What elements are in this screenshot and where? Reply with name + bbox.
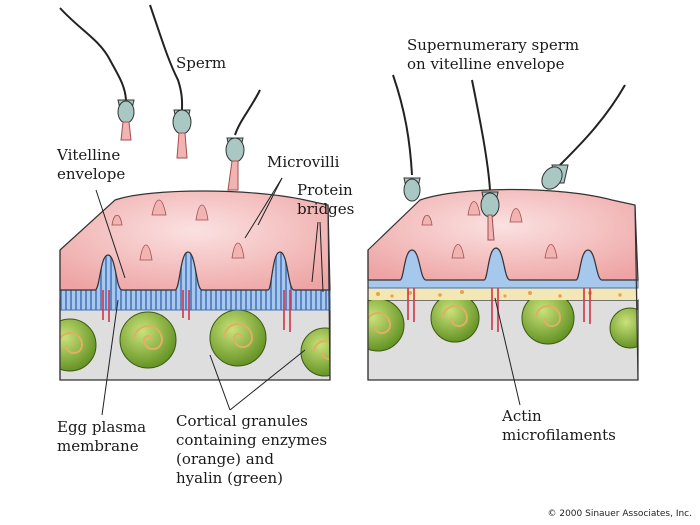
cortical-granule — [300, 327, 330, 377]
right-vitelline-envelope — [367, 188, 639, 281]
enzyme-dots — [376, 290, 622, 298]
left-egg-section — [59, 190, 331, 381]
sperm — [471, 79, 500, 241]
sperm — [225, 89, 261, 191]
label-line: Cortical granules — [176, 412, 308, 430]
label-line: Vitelline — [57, 146, 121, 164]
cortical-granule — [60, 318, 97, 372]
right-microvilli — [421, 201, 558, 259]
sperm — [149, 4, 192, 159]
sperm — [541, 84, 626, 190]
label-line: envelope — [57, 165, 126, 183]
cortical-granule — [119, 311, 177, 369]
label-line: hyalin (green) — [176, 469, 283, 487]
label-supernumerary-sperm: Supernumerary sperm on vitelline envelop… — [407, 36, 579, 74]
label-line: (orange) and — [176, 450, 274, 468]
cortical-granule — [209, 309, 267, 367]
cortical-granule — [368, 298, 405, 352]
right-released-contents — [368, 288, 638, 300]
left-microvilli — [111, 199, 245, 261]
label-vitelline-envelope: Vitelline envelope — [57, 146, 125, 184]
cortical-granule — [521, 291, 575, 345]
sperm — [392, 74, 421, 202]
label-microvilli: Microvilli — [267, 153, 340, 171]
label-line: microfilaments — [502, 426, 616, 444]
cortical-granule — [609, 307, 638, 349]
label-line: Actin — [502, 407, 542, 425]
label-cortical-granules: Cortical granules containing enzymes (or… — [176, 412, 327, 488]
cortical-granule — [430, 293, 480, 343]
right-egg-section — [367, 188, 639, 381]
label-protein-bridges: Protein bridges — [297, 181, 354, 219]
label-actin-microfilaments: Actin microfilaments — [502, 407, 616, 445]
label-egg-plasma-membrane: Egg plasma membrane — [57, 418, 146, 456]
copyright-notice: © 2000 Sinauer Associates, Inc. — [547, 509, 692, 519]
sperm — [59, 7, 135, 141]
label-sperm: Sperm — [176, 54, 227, 72]
label-line: bridges — [297, 200, 355, 218]
label-line: Protein — [297, 181, 353, 199]
label-line: on vitelline envelope — [407, 55, 565, 73]
right-sperm-group — [392, 74, 626, 241]
label-line: membrane — [57, 437, 139, 455]
label-line: Egg plasma — [57, 418, 147, 436]
left-sperm-group — [59, 4, 261, 191]
left-actin — [102, 290, 291, 332]
label-line: Supernumerary sperm — [407, 36, 580, 54]
label-line: containing enzymes — [176, 431, 328, 449]
leader-lines — [95, 177, 521, 416]
